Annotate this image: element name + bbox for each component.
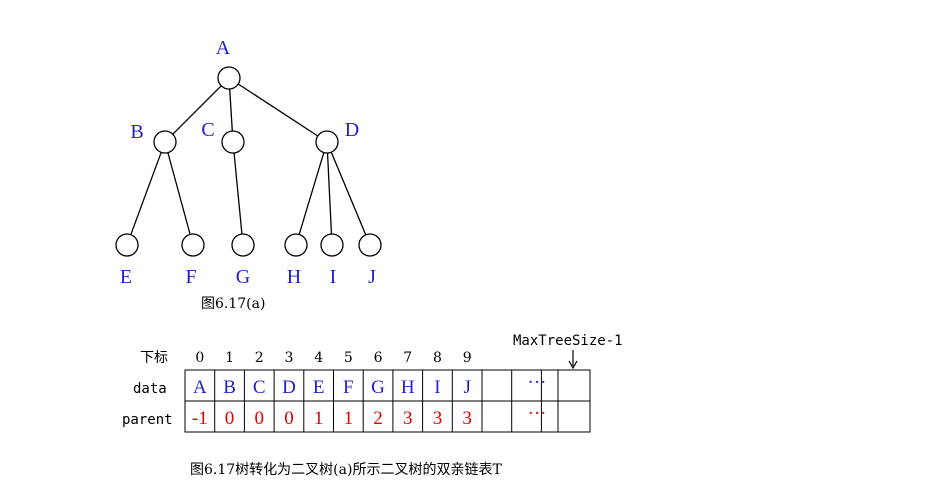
max-size-arrow	[568, 350, 578, 370]
table-grid	[184, 369, 591, 433]
index-7: 7	[403, 350, 412, 366]
node-E	[115, 233, 139, 257]
node-label-A: A	[216, 37, 231, 59]
tree-edges	[130, 83, 367, 236]
data-cell-3: D	[282, 377, 296, 398]
parent-cell-3: 0	[284, 408, 294, 429]
parent-cell-0: -1	[192, 408, 208, 429]
edge-B-F	[167, 152, 191, 235]
index-5: 5	[344, 350, 353, 366]
index-9: 9	[463, 350, 472, 366]
node-label-H: H	[287, 266, 301, 288]
data-cell-8: I	[434, 377, 440, 398]
data-cell-1: B	[223, 377, 236, 398]
parent-cell-6: 2	[373, 408, 383, 429]
edge-A-B	[172, 85, 222, 135]
index-row: 0 1 2 3 4 5 6 7 8 9	[195, 350, 471, 366]
parent-row-label: parent	[122, 412, 173, 428]
edge-D-I	[326, 152, 333, 235]
edge-B-E	[130, 152, 162, 235]
node-F	[181, 233, 205, 257]
parent-cell-7: 3	[403, 408, 413, 429]
node-I	[320, 233, 344, 257]
index-header: 下标	[140, 350, 168, 366]
edge-D-J	[330, 151, 367, 236]
parent-cell-4: 1	[314, 408, 324, 429]
index-1: 1	[225, 350, 234, 366]
tree-labels: A B C D E F G H I J	[120, 37, 376, 288]
edge-A-D	[237, 83, 319, 137]
data-cell-6: G	[371, 377, 385, 398]
data-cell-7: H	[401, 377, 415, 398]
index-8: 8	[433, 350, 442, 366]
parent-cell-5: 1	[344, 408, 354, 429]
index-2: 2	[255, 350, 264, 366]
node-J	[358, 233, 382, 257]
node-H	[284, 233, 308, 257]
edge-D-H	[298, 152, 325, 235]
index-0: 0	[195, 350, 204, 366]
node-label-B: B	[130, 121, 143, 143]
node-C	[221, 130, 245, 154]
parent-cell-2: 0	[255, 408, 265, 429]
node-label-J: J	[368, 266, 376, 288]
node-label-C: C	[201, 119, 214, 141]
edge-C-G	[233, 152, 243, 235]
data-row-label: data	[133, 381, 167, 397]
tree-nodes	[115, 66, 382, 257]
data-cell-9: J	[463, 377, 470, 398]
node-A	[217, 66, 241, 90]
tree-caption: 图6.17(a)	[201, 296, 265, 312]
edge-A-C	[229, 88, 233, 132]
parent-cell-9: 3	[462, 408, 472, 429]
node-label-E: E	[120, 266, 132, 288]
data-cell-0: A	[193, 377, 207, 398]
data-cell-2: C	[253, 377, 266, 398]
data-cell-5: F	[343, 377, 354, 398]
data-ellipsis: ···	[528, 372, 547, 393]
node-label-D: D	[345, 119, 359, 141]
index-3: 3	[284, 350, 293, 366]
parent-cell-8: 3	[433, 408, 443, 429]
parent-ellipsis: ···	[528, 403, 547, 424]
data-cell-4: E	[313, 377, 325, 398]
node-B	[153, 130, 177, 154]
index-4: 4	[314, 350, 323, 366]
node-label-F: F	[185, 266, 196, 288]
parent-cell-1: 0	[225, 408, 235, 429]
node-G	[231, 233, 255, 257]
node-D	[315, 130, 339, 154]
node-label-G: G	[236, 266, 250, 288]
max-size-label: MaxTreeSize-1	[513, 333, 623, 349]
figure-caption: 图6.17树转化为二叉树(a)所示二叉树的双亲链表T	[190, 462, 502, 478]
index-6: 6	[374, 350, 383, 366]
node-label-I: I	[330, 266, 337, 288]
